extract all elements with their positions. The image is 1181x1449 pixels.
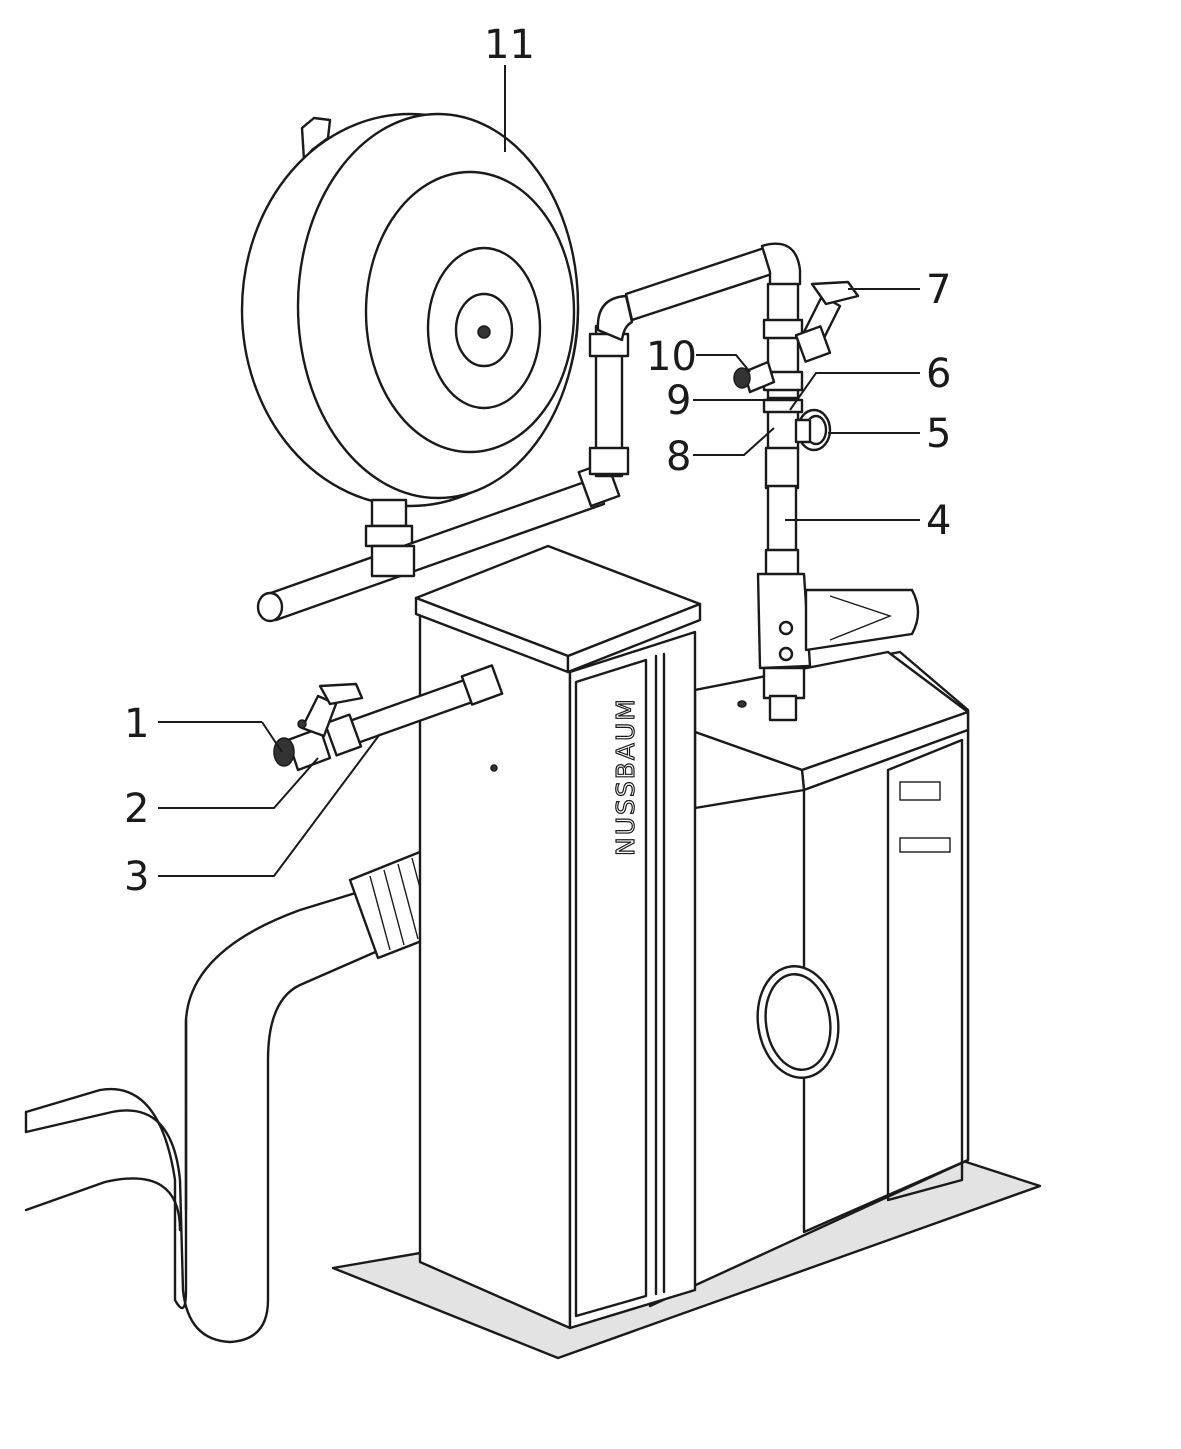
callout-7: 7 [926, 267, 951, 313]
brand-logo-text: NUSSBAUM [611, 697, 640, 856]
callout-9: 9 [666, 378, 691, 424]
callout-5: 5 [926, 411, 951, 457]
expansion-vessel [240, 112, 580, 548]
callout-10: 10 [646, 334, 697, 380]
inlet-valve-assembly [273, 664, 504, 772]
callout-2: 2 [124, 786, 149, 832]
leader-lines [158, 65, 920, 877]
callout-1: 1 [124, 701, 149, 747]
callout-4: 4 [926, 498, 951, 544]
callout-11: 11 [484, 22, 535, 68]
callout-3: 3 [124, 854, 149, 900]
callout-6: 6 [926, 351, 951, 397]
callout-8: 8 [666, 434, 691, 480]
callout-labels: 11 1 2 3 7 10 6 9 5 8 4 [124, 22, 951, 900]
pipework [256, 242, 804, 623]
